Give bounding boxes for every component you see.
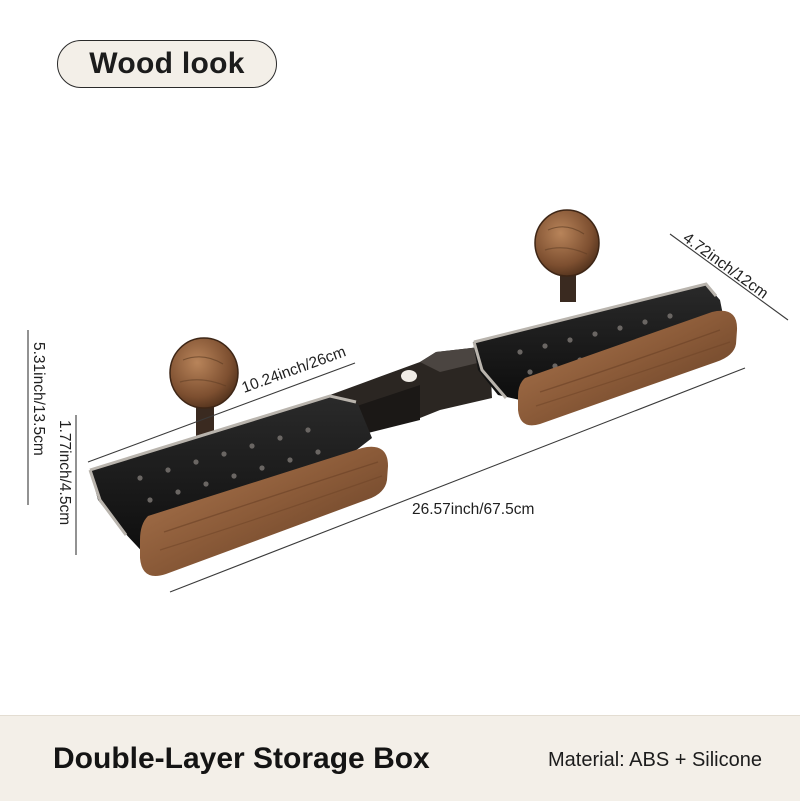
left-wall-disc <box>169 337 239 438</box>
wood-look-badge: Wood look <box>57 40 277 88</box>
left-tray <box>88 394 388 576</box>
dimension-lines <box>27 233 789 593</box>
wood-look-label: Wood look <box>89 47 245 80</box>
product-title: Double-Layer Storage Box <box>53 742 430 775</box>
right-tray <box>472 282 738 426</box>
box-height-dimension-label: 1.77inch/4.5cm <box>56 420 73 525</box>
height-dimension-label: 5.31inch/13.5cm <box>30 342 47 456</box>
length-dimension-label: 26.57inch/67.5cm <box>412 501 534 518</box>
footer-bar: Double-Layer Storage Box Material: ABS +… <box>0 715 800 801</box>
box-width-dimension-label: 10.24inch/26cm <box>240 343 349 396</box>
right-wall-disc <box>534 209 600 302</box>
material-info: Material: ABS + Silicone <box>548 749 762 771</box>
